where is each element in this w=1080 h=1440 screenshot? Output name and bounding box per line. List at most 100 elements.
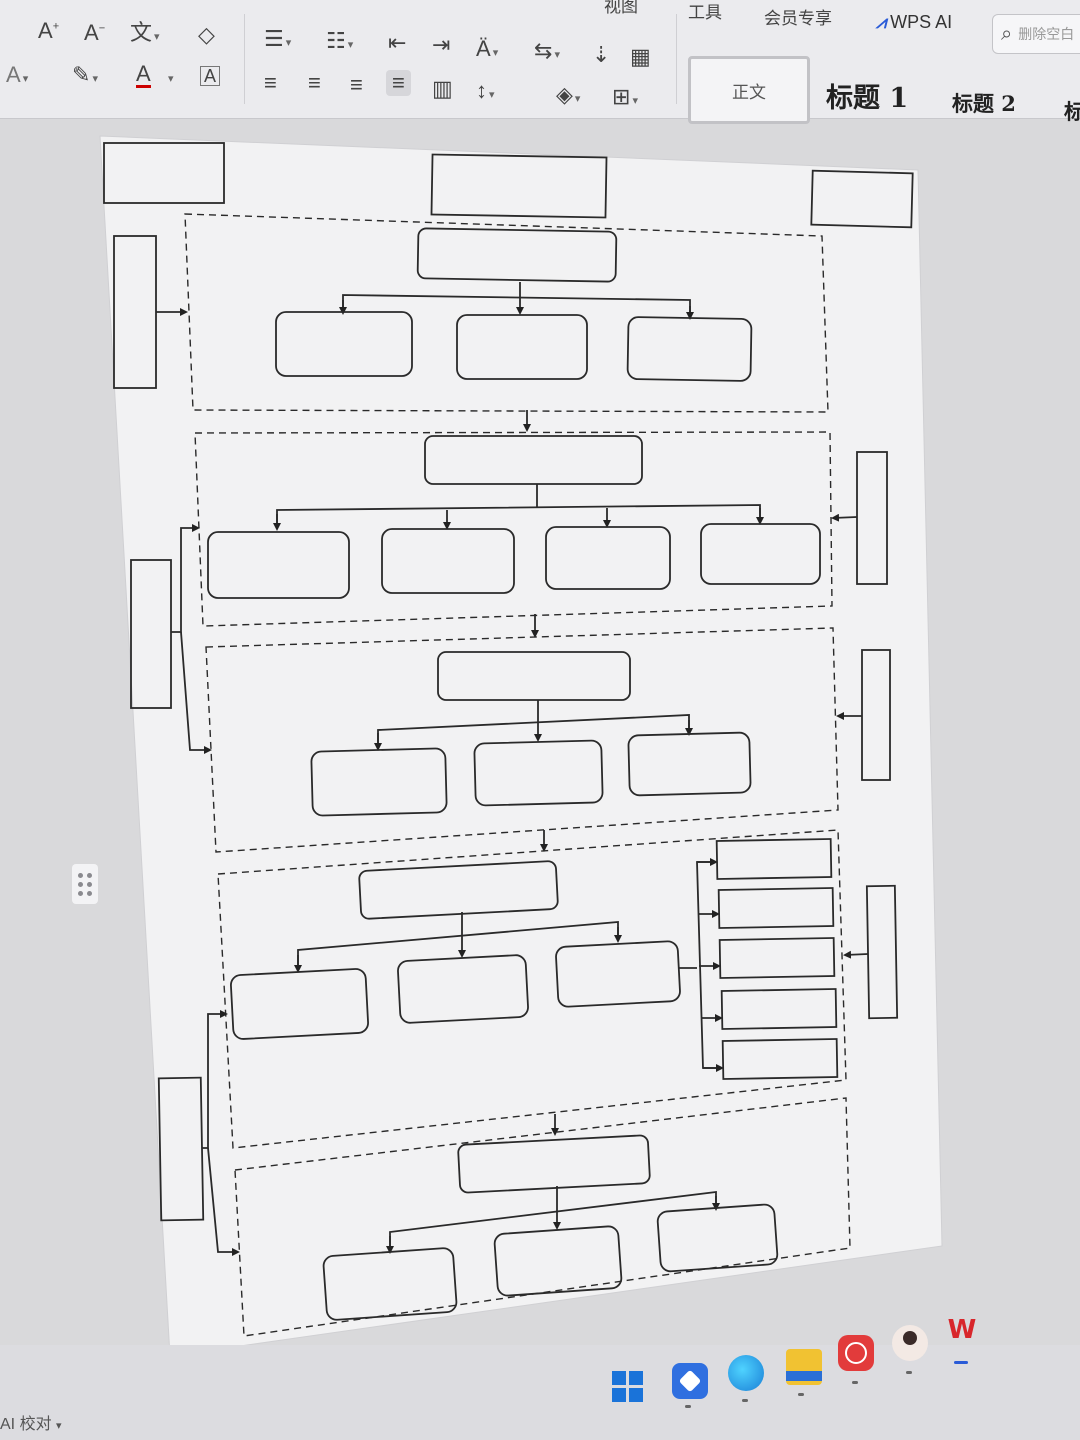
align-right-icon[interactable]: ≡ [350,72,363,97]
ribbon-divider [244,14,245,104]
grow-font-icon[interactable]: A+ [38,18,60,43]
section-4-side-box-right[interactable] [865,884,899,1020]
phonetic-guide-icon[interactable]: 文▾ [130,20,160,45]
style-heading-3[interactable]: 标 [1064,99,1080,124]
page-sheet [99,135,943,1357]
section-3-child-box[interactable] [310,747,448,817]
section-2-child-box[interactable] [700,523,821,585]
section-4-list-box[interactable] [715,838,833,880]
windows-start-icon[interactable] [612,1371,643,1402]
line-spacing-icon[interactable]: ↕▾ [476,78,495,103]
style-heading-2[interactable]: 标题 2 [952,91,1016,116]
taskbar: W [0,1315,1080,1440]
section-4-side-arrow [843,950,869,959]
char-border-icon[interactable]: A [200,66,221,86]
record-app-icon[interactable] [838,1335,874,1371]
text-effect-icon[interactable]: A▾ [6,62,29,87]
increase-indent-icon[interactable]: ⇥ [432,32,451,57]
section-2-frame [194,431,833,627]
section-2-side-arrow [831,513,858,522]
menu-tab-member[interactable]: 会员专享 [764,9,832,28]
section-1-frame [184,213,829,413]
sort-direction-icon[interactable]: ⇆▾ [534,38,560,63]
ai-proofread-status[interactable]: AI 校对 ▾ [0,1410,62,1434]
search-input[interactable]: ⌕ 删除空白 [992,14,1080,54]
wps-ai-label: WPS AI [890,12,953,32]
section-3-child-box[interactable] [627,731,752,797]
ribbon-divider [676,14,677,104]
wps-ai-icon: ⩘ [876,12,887,32]
show-marks-icon[interactable]: ▦ [630,44,651,69]
section-3-child-box[interactable] [473,739,604,807]
section-4-list-box[interactable] [721,1038,839,1080]
clear-format-icon[interactable]: ◇ [198,22,215,47]
wps-ai-button[interactable]: ⩘WPS AI [876,12,952,33]
section-4-child-box[interactable] [230,968,369,1040]
running-indicator [852,1381,858,1384]
notes-app-icon[interactable] [672,1363,708,1399]
section-2-3-side-box-left[interactable] [130,559,172,709]
decrease-indent-icon[interactable]: ⇤ [388,30,407,55]
shrink-font-icon[interactable]: A− [84,20,106,45]
running-indicator [798,1393,804,1396]
section-5-child-box[interactable] [493,1225,623,1297]
ribbon-toolbar: 视图 工具 会员专享 ⩘WPS AI ⌕ 删除空白 A+ A− 文▾ ◇ A▾ … [0,0,1080,124]
section-5-main-box[interactable] [457,1134,651,1194]
section-5-child-box[interactable] [322,1247,458,1321]
header-box-left[interactable] [103,142,225,204]
menu-tab-view[interactable]: 视图 [604,0,638,16]
section-4-list-box[interactable] [717,887,835,929]
distribute-icon[interactable]: ▥ [432,76,453,101]
section-3-left-bracket [180,631,212,754]
shading-icon[interactable]: ◈▾ [556,82,581,107]
section-2-left-bracket [171,524,200,633]
style-normal[interactable]: 正文 [688,56,810,124]
section-1-main-box[interactable] [416,227,618,283]
header-box-center[interactable] [430,153,608,219]
align-left-icon[interactable]: ≡ [264,70,277,95]
section-1-child-box[interactable] [456,314,588,380]
section-4-main-box[interactable] [358,860,559,920]
file-explorer-icon[interactable] [786,1349,822,1385]
edge-browser-icon[interactable] [728,1355,764,1391]
sort-icon[interactable]: ⇣ [592,42,611,67]
section-4-5-side-box-left[interactable] [157,1076,205,1222]
font-color-dropdown-icon[interactable]: ▾ [168,73,174,85]
numbered-list-icon[interactable]: ☷▾ [326,28,354,53]
section-2-child-box[interactable] [207,531,350,599]
avatar-app-icon[interactable] [892,1325,928,1361]
menu-tab-tools[interactable]: 工具 [688,3,722,22]
align-center-icon[interactable]: ≡ [308,70,321,95]
highlight-icon[interactable]: ✎▾ [72,62,98,87]
document-workspace [0,119,1080,1359]
active-indicator [954,1361,968,1364]
section-4-child-box[interactable] [397,954,529,1024]
section-2-main-box[interactable] [424,435,643,485]
section-3-main-box[interactable] [437,651,631,701]
section-5-child-box[interactable] [656,1203,779,1273]
section-2-child-box[interactable] [381,528,515,594]
justify-icon[interactable]: ≡ [386,70,411,96]
search-placeholder: 删除空白 [1018,26,1075,42]
wps-office-icon[interactable]: W [947,1315,977,1345]
section-3-side-box-right[interactable] [861,649,891,781]
style-heading-1[interactable]: 标题 1 [826,83,909,114]
section-4-left-bracket [202,1010,228,1149]
text-direction-icon[interactable]: Ä▾ [476,36,499,61]
section-4-frame [217,829,847,1149]
search-icon: ⌕ [1001,22,1013,45]
section-1-child-box[interactable] [626,316,753,382]
ai-proofread-label: AI 校对 [0,1416,52,1433]
borders-icon[interactable]: ⊞▾ [612,84,638,109]
section-2-side-box-right[interactable] [856,451,888,585]
section-2-child-box[interactable] [545,526,671,590]
section-4-child-box[interactable] [555,940,681,1008]
font-color-icon[interactable]: A [136,61,151,88]
drag-handle-icon[interactable] [72,864,98,904]
section-1-child-box[interactable] [275,311,413,377]
header-box-right[interactable] [810,169,914,229]
section-4-list-box[interactable] [720,988,838,1030]
bullet-list-icon[interactable]: ☰▾ [264,26,292,51]
section-4-list-box[interactable] [718,937,836,979]
